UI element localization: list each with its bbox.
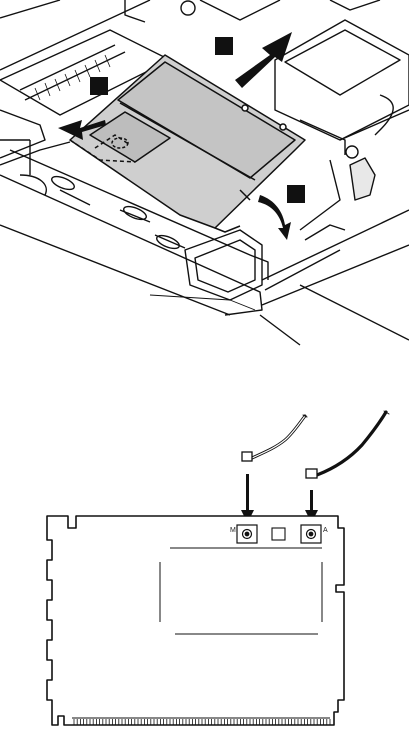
arrow-latch-down — [258, 195, 291, 240]
antenna-cable-aux — [317, 411, 389, 475]
step-marker-2 — [90, 77, 108, 95]
arrow-lift-up — [235, 32, 292, 88]
step-marker-1 — [215, 37, 233, 55]
edge-contacts — [74, 719, 330, 725]
antenna-cable-main — [252, 415, 307, 458]
connector-label-main: M — [230, 527, 236, 534]
connector-plug-aux — [306, 469, 317, 478]
mini-pci-card-front — [47, 516, 344, 725]
step-marker-3 — [287, 185, 305, 203]
connector-label-aux: A — [323, 527, 328, 534]
connector-plug-main — [242, 452, 252, 461]
